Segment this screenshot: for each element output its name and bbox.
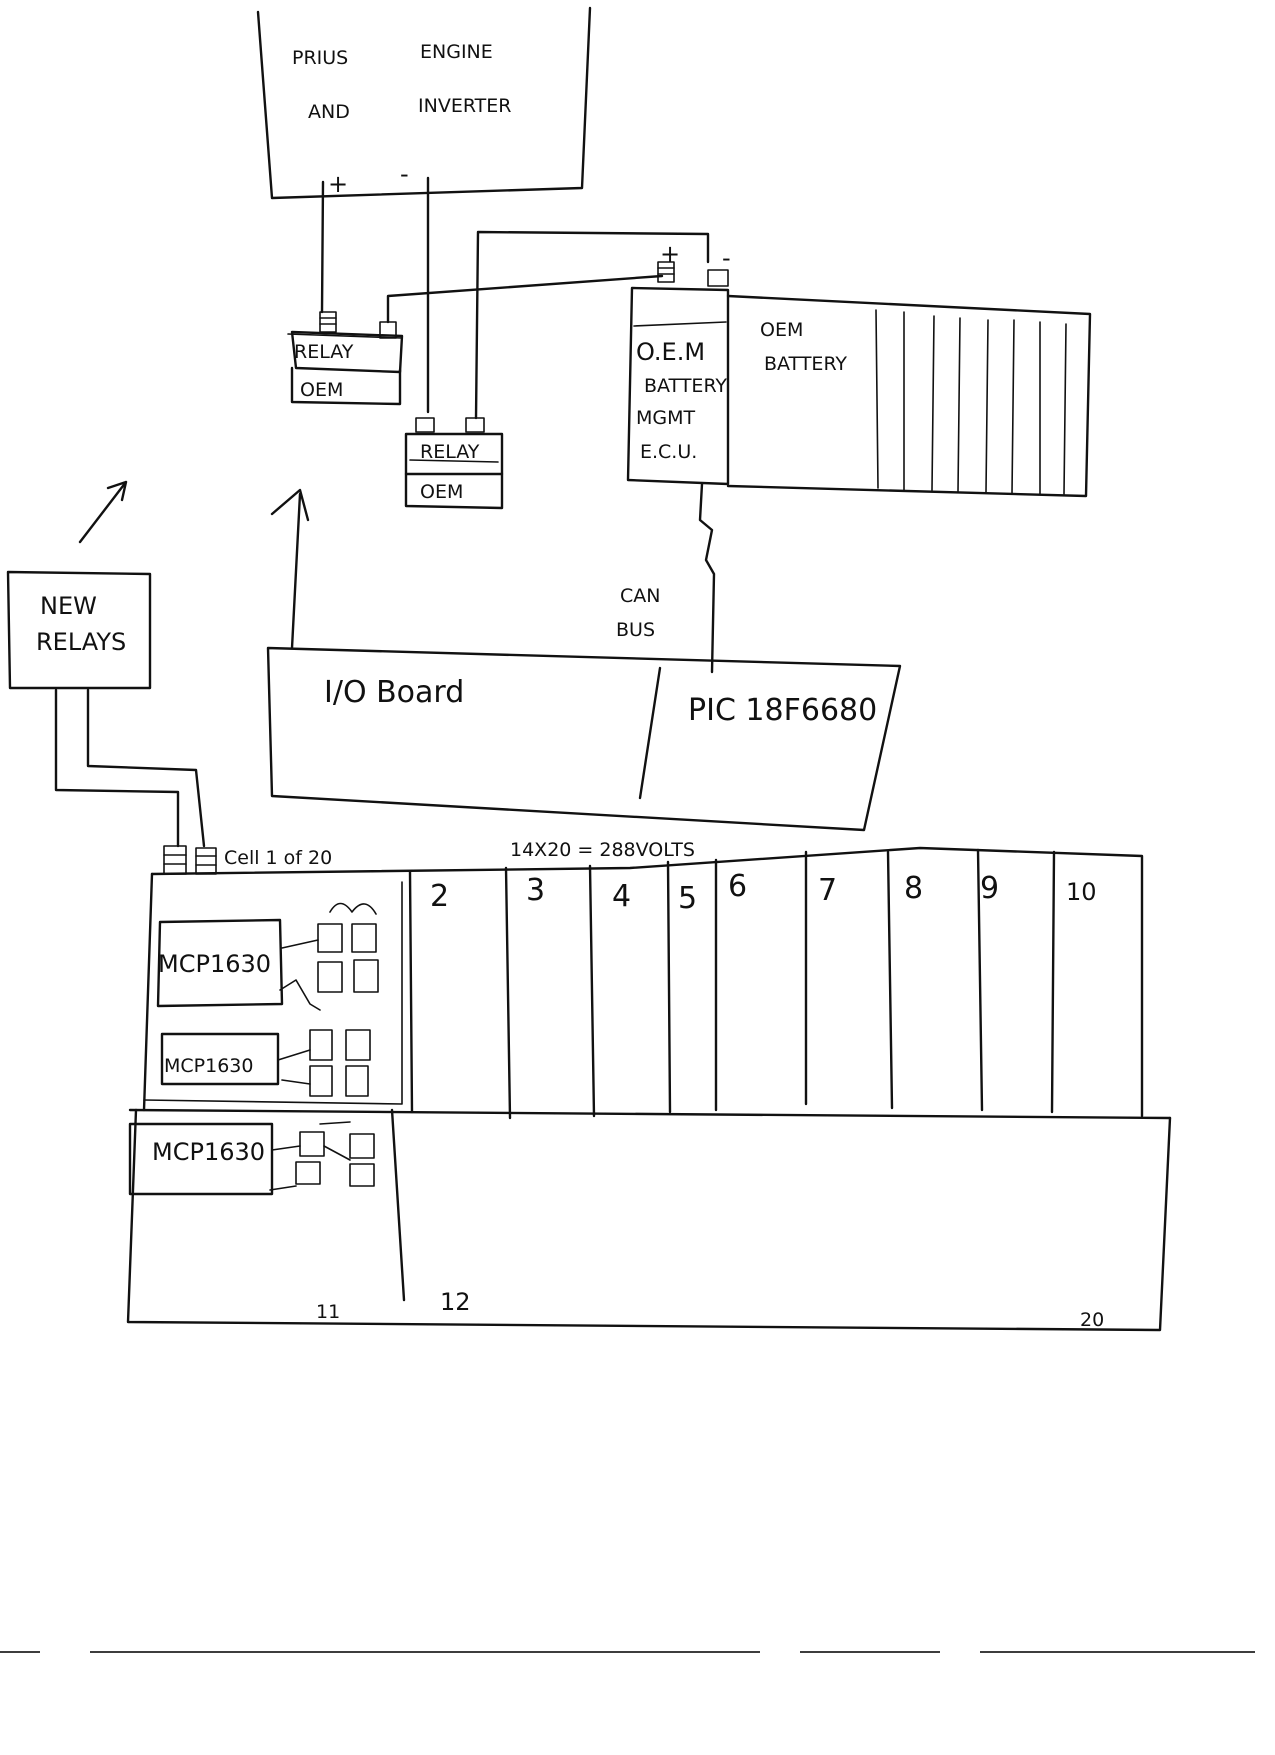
engine-label-and: AND xyxy=(308,101,350,123)
ecu-plus-terminal: + xyxy=(660,240,680,268)
engine-inverter-box: PRIUS ENGINE AND INVERTER + - xyxy=(256,6,592,200)
relay2-oem-label: OEM xyxy=(420,481,463,503)
io-board: I/O Board PIC 18F6680 xyxy=(266,646,902,832)
relay-oem-1: RELAY OEM xyxy=(287,311,404,406)
mcp1630-box-3 xyxy=(128,1122,274,1196)
new-relays-wire-a xyxy=(54,688,180,848)
ecu-label-mgmt: MGMT xyxy=(636,407,696,429)
can-bus-label-bus: BUS xyxy=(616,619,655,641)
cell-number-2: 2 xyxy=(430,879,449,914)
cell-number-8: 8 xyxy=(904,871,923,906)
oem-battery: OEM BATTERY xyxy=(726,294,1092,498)
cell-number-5: 5 xyxy=(678,881,697,916)
cell-number-9: 9 xyxy=(980,871,999,906)
cell-module-grid-bottom xyxy=(269,1121,375,1191)
ecu-label-battery: BATTERY xyxy=(644,375,727,397)
relay-oem-2: RELAY OEM xyxy=(404,417,504,510)
cell-1-label: Cell 1 of 20 xyxy=(224,847,332,869)
engine-label-engine: ENGINE xyxy=(420,41,493,63)
mcp1630-label-2: MCP1630 xyxy=(164,1055,253,1077)
relay1-to-ecu-wire xyxy=(386,274,664,324)
can-bus-line xyxy=(698,482,716,674)
oem-battery-label-oem: OEM xyxy=(760,319,803,341)
relay2-to-ecu-wire xyxy=(474,230,710,420)
relay1-oem-label: OEM xyxy=(300,379,343,401)
new-relays-label-relays: RELAYS xyxy=(36,628,126,656)
battery-pack: Cell 1 of 20 14X20 = 288VOLTS 2 3 4 5 6 … xyxy=(126,839,1172,1332)
up-arrow-left xyxy=(78,480,128,544)
voltage-note: 14X20 = 288VOLTS xyxy=(510,839,695,861)
oem-battery-label-battery: BATTERY xyxy=(764,353,847,375)
mcp1630-label-3: MCP1630 xyxy=(152,1138,265,1166)
relay1-relay-label: RELAY xyxy=(294,341,354,363)
engine-minus-terminal: - xyxy=(400,160,409,188)
cell-number-7: 7 xyxy=(818,873,837,908)
engine-positive-lead xyxy=(320,180,325,314)
mcp1630-box-2 xyxy=(160,1032,280,1086)
mcp1630-label-1: MCP1630 xyxy=(158,950,271,978)
io-board-label: I/O Board xyxy=(324,675,464,710)
cell-number-3: 3 xyxy=(526,873,545,908)
up-arrow-io xyxy=(270,488,310,650)
battery-mgmt-ecu: + - O.E.M BATTERY MGMT E.C.U. xyxy=(626,240,731,486)
engine-label-inverter: INVERTER xyxy=(418,95,511,117)
ecu-label-ecu: E.C.U. xyxy=(640,441,697,463)
pic-label: PIC 18F6680 xyxy=(688,693,877,728)
cell-number-20: 20 xyxy=(1080,1309,1104,1331)
new-relays-label-new: NEW xyxy=(40,592,97,620)
cell-number-6: 6 xyxy=(728,869,747,904)
cell-module-grid-top xyxy=(277,902,379,1097)
ecu-minus-terminal: - xyxy=(722,244,731,272)
cell-number-4: 4 xyxy=(612,879,631,914)
relay2-relay-label: RELAY xyxy=(420,441,480,463)
new-relays-box: NEW RELAYS xyxy=(6,570,152,690)
cell-number-12: 12 xyxy=(440,1288,471,1316)
new-relays-wire-b xyxy=(86,688,206,848)
mcp1630-box-1 xyxy=(156,918,284,1008)
ecu-label-oem: O.E.M xyxy=(636,338,705,366)
can-bus-label-can: CAN xyxy=(620,585,660,607)
engine-plus-terminal: + xyxy=(328,170,348,198)
cell-number-10: 10 xyxy=(1066,878,1097,906)
cell-number-11: 11 xyxy=(316,1301,340,1323)
engine-label-prius: PRIUS xyxy=(292,47,348,69)
